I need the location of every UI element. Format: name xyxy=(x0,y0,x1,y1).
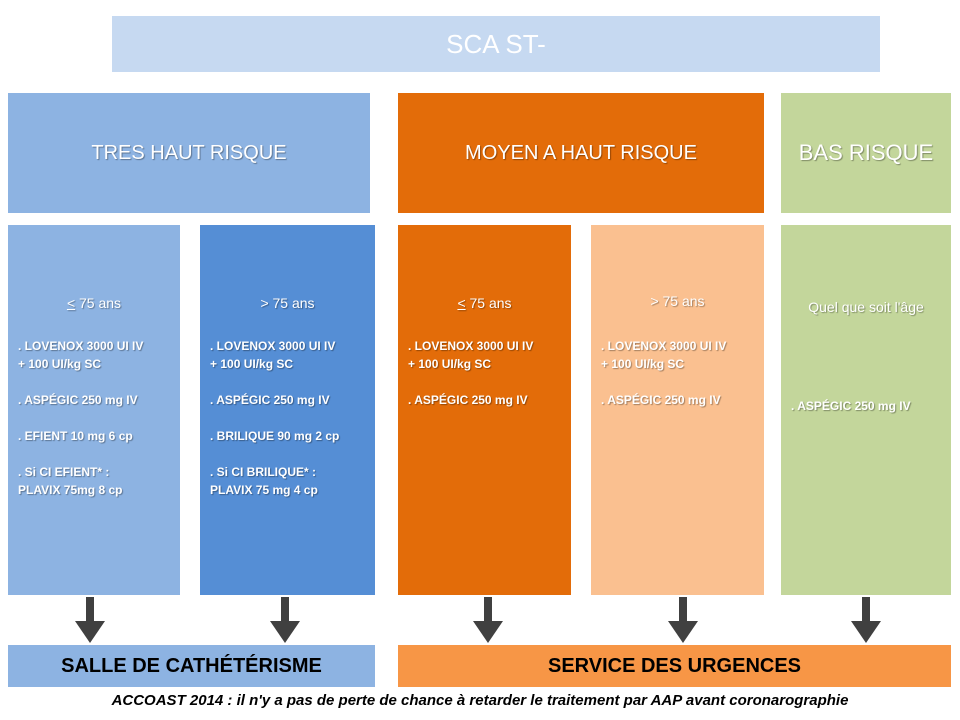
column-bas-risque: Quel que soit l'âge . ASPÉGIC 250 mg IV xyxy=(781,225,951,595)
age-text: 75 ans xyxy=(465,295,512,311)
header-moyen-haut-risque: MOYEN A HAUT RISQUE xyxy=(398,93,764,213)
column-moyen-haut-moins-75: < 75 ans . LOVENOX 3000 UI IV + 100 UI/k… xyxy=(398,225,571,595)
treatment-list: . LOVENOX 3000 UI IV + 100 UI/kg SC . AS… xyxy=(210,337,369,499)
age-label: > 75 ans xyxy=(591,293,764,309)
age-symbol: < xyxy=(457,295,466,311)
treatment-line: . LOVENOX 3000 UI IV xyxy=(408,339,534,353)
age-symbol: > xyxy=(260,295,269,311)
treatment-line: . ASPÉGIC 250 mg IV xyxy=(18,393,138,407)
down-arrow-icon xyxy=(473,597,503,645)
age-text: 75 ans xyxy=(75,295,122,311)
age-symbol: > xyxy=(650,293,659,309)
diagram-title: SCA ST- xyxy=(112,16,880,72)
header-bas-risque: BAS RISQUE xyxy=(781,93,951,213)
treatment-line: . ASPÉGIC 250 mg IV xyxy=(791,399,911,413)
age-text: 75 ans xyxy=(658,293,705,309)
treatment-list: . LOVENOX 3000 UI IV + 100 UI/kg SC . AS… xyxy=(601,337,758,409)
treatment-line: + 100 UI/kg SC xyxy=(408,357,492,371)
treatment-list: . LOVENOX 3000 UI IV + 100 UI/kg SC . AS… xyxy=(18,337,174,499)
treatment-line: . BRILIQUE 90 mg 2 cp xyxy=(210,429,340,443)
treatment-list: . ASPÉGIC 250 mg IV xyxy=(791,397,945,415)
destination-service-urgences: SERVICE DES URGENCES xyxy=(398,645,951,687)
column-moyen-haut-plus-75: > 75 ans . LOVENOX 3000 UI IV + 100 UI/k… xyxy=(591,225,764,595)
treatment-line: + 100 UI/kg SC xyxy=(18,357,102,371)
column-tres-haut-moins-75: < 75 ans . LOVENOX 3000 UI IV + 100 UI/k… xyxy=(8,225,180,595)
treatment-line: . Si CI BRILIQUE* : xyxy=(210,465,317,479)
treatment-line: . ASPÉGIC 250 mg IV xyxy=(210,393,330,407)
down-arrow-icon xyxy=(75,597,105,645)
footnote: ACCOAST 2014 : il n'y a pas de perte de … xyxy=(111,692,849,709)
down-arrow-icon xyxy=(668,597,698,645)
column-tres-haut-plus-75: > 75 ans . LOVENOX 3000 UI IV + 100 UI/k… xyxy=(200,225,375,595)
treatment-line: . Si CI EFIENT* : xyxy=(18,465,110,479)
age-label: Quel que soit l'âge xyxy=(781,299,951,315)
treatment-line: . LOVENOX 3000 UI IV xyxy=(210,339,336,353)
down-arrow-icon xyxy=(851,597,881,645)
treatment-line: PLAVIX 75mg 8 cp xyxy=(18,483,123,497)
treatment-line: . LOVENOX 3000 UI IV xyxy=(18,339,144,353)
age-text: Quel que soit l'âge xyxy=(808,299,924,315)
age-label: < 75 ans xyxy=(398,295,571,311)
treatment-line: . ASPÉGIC 250 mg IV xyxy=(408,393,528,407)
header-tres-haut-risque: TRES HAUT RISQUE xyxy=(8,93,370,213)
down-arrow-icon xyxy=(270,597,300,645)
treatment-line: PLAVIX 75 mg 4 cp xyxy=(210,483,318,497)
treatment-line: . ASPÉGIC 250 mg IV xyxy=(601,393,721,407)
treatment-line: . LOVENOX 3000 UI IV xyxy=(601,339,727,353)
treatment-line: + 100 UI/kg SC xyxy=(210,357,294,371)
treatment-list: . LOVENOX 3000 UI IV + 100 UI/kg SC . AS… xyxy=(408,337,565,409)
age-label: > 75 ans xyxy=(200,295,375,311)
age-label: < 75 ans xyxy=(8,295,180,311)
age-text: 75 ans xyxy=(268,295,315,311)
destination-salle-catheterisme: SALLE DE CATHÉTÉRISME xyxy=(8,645,375,687)
age-symbol: < xyxy=(66,295,76,311)
treatment-line: + 100 UI/kg SC xyxy=(601,357,685,371)
treatment-line: . EFIENT 10 mg 6 cp xyxy=(18,429,133,443)
